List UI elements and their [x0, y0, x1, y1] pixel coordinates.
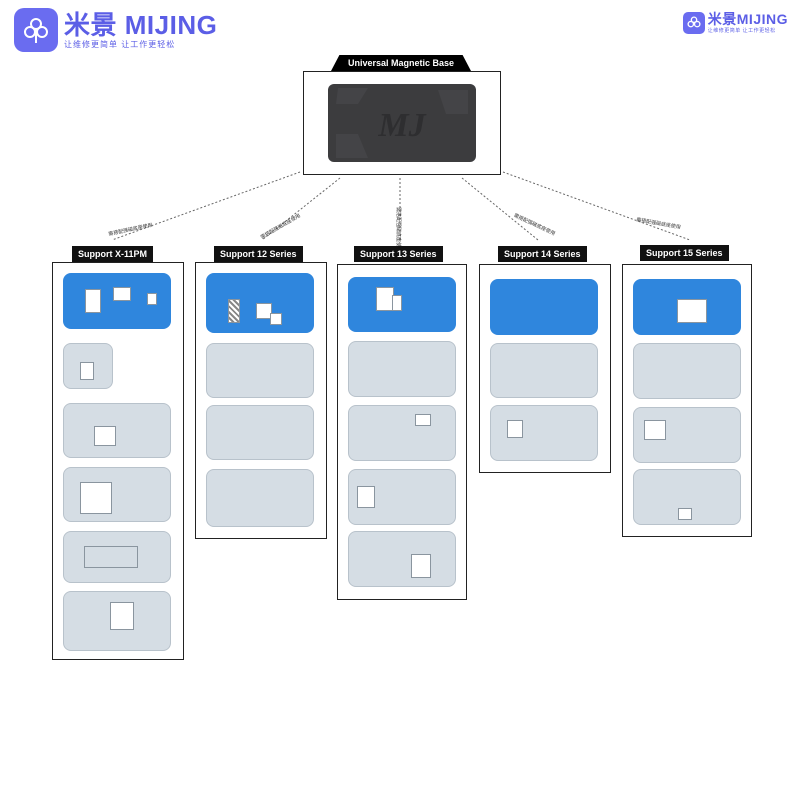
- group-label-14-series: Support 14 Series: [498, 246, 587, 262]
- group-label-13-series: Support 13 Series: [354, 246, 443, 262]
- silver-stencil-plate: [63, 531, 171, 583]
- blue-stencil-plate: [490, 279, 598, 335]
- flower-logo-icon: [14, 8, 58, 52]
- base-box: MJ: [303, 71, 501, 175]
- plate-hole: [678, 508, 692, 520]
- note-5: 需搭配强磁底座使用: [635, 217, 682, 231]
- brand-slogan-small: 让维修更简单 让工作更轻松: [707, 28, 776, 34]
- silver-stencil-plate: [490, 343, 598, 398]
- silver-stencil-plate: [348, 531, 456, 587]
- group-12-series: [195, 262, 327, 539]
- group-14-series: [479, 264, 611, 473]
- plate-hole: [392, 295, 402, 311]
- blue-stencil-plate: [63, 273, 171, 329]
- silver-stencil-plate: [490, 405, 598, 461]
- blue-stencil-plate: [348, 277, 456, 332]
- silver-stencil-plate: [63, 343, 113, 389]
- plate-hole: [147, 293, 157, 305]
- silver-stencil-plate: [633, 343, 741, 399]
- plate-hole: [94, 426, 116, 446]
- plate-hole: [228, 299, 240, 323]
- group-13-series: [337, 264, 467, 600]
- note-1: 需搭配强磁底座使用: [107, 222, 154, 238]
- silver-stencil-plate: [348, 405, 456, 461]
- brand-logo: 米景 MIJING 让维修更简单 让工作更轻松: [14, 8, 217, 52]
- plate-hole: [80, 362, 94, 380]
- flower-logo-icon: [682, 12, 705, 34]
- brand-name-cn-small: 米景: [707, 11, 737, 27]
- brand-logo-small: 米景MIJING 让维修更简单 让工作更轻松: [682, 11, 788, 34]
- plate-hole: [256, 303, 272, 319]
- plate-hole: [644, 420, 666, 440]
- plate-hole: [415, 414, 431, 426]
- brand-name-en-small: MIJING: [736, 11, 788, 27]
- silver-stencil-plate: [633, 469, 741, 525]
- plate-hole: [357, 486, 375, 508]
- plate-hole: [110, 602, 134, 630]
- plate-outline: [84, 546, 138, 568]
- silver-stencil-plate: [206, 343, 314, 398]
- plate-hole: [85, 289, 101, 313]
- plate-hole: [411, 554, 431, 578]
- group-label-15-series: Support 15 Series: [640, 245, 729, 261]
- brand-slogan: 让维修更简单 让工作更轻松: [64, 39, 176, 49]
- brand-name-cn: 米景: [64, 9, 118, 40]
- blue-stencil-plate: [206, 273, 314, 333]
- plate-hole: [507, 420, 523, 438]
- silver-stencil-plate: [63, 467, 171, 522]
- blue-stencil-plate: [633, 279, 741, 335]
- magnetic-base-plate: MJ: [328, 84, 476, 162]
- silver-stencil-plate: [63, 591, 171, 651]
- silver-stencil-plate: [633, 407, 741, 463]
- group-label-12-series: Support 12 Series: [214, 246, 303, 262]
- plate-hole: [80, 482, 112, 514]
- note-2: 需搭配强磁底座使用: [259, 213, 302, 241]
- group-15-series: [622, 264, 752, 537]
- plate-hole: [677, 299, 707, 323]
- group-label-x-11pm: Support X-11PM: [72, 246, 154, 262]
- silver-stencil-plate: [206, 405, 314, 460]
- silver-stencil-plate: [348, 341, 456, 397]
- note-4: 需搭配强磁底座使用: [512, 212, 556, 238]
- silver-stencil-plate: [206, 469, 314, 527]
- plate-hole: [113, 287, 131, 301]
- base-plate-text: MJ: [377, 107, 426, 144]
- group-x-11pm: [52, 262, 184, 660]
- brand-name-en: MIJING: [124, 9, 218, 40]
- plate-hole: [270, 313, 282, 325]
- silver-stencil-plate: [348, 469, 456, 525]
- silver-stencil-plate: [63, 403, 171, 458]
- base-label: Universal Magnetic Base: [331, 55, 471, 71]
